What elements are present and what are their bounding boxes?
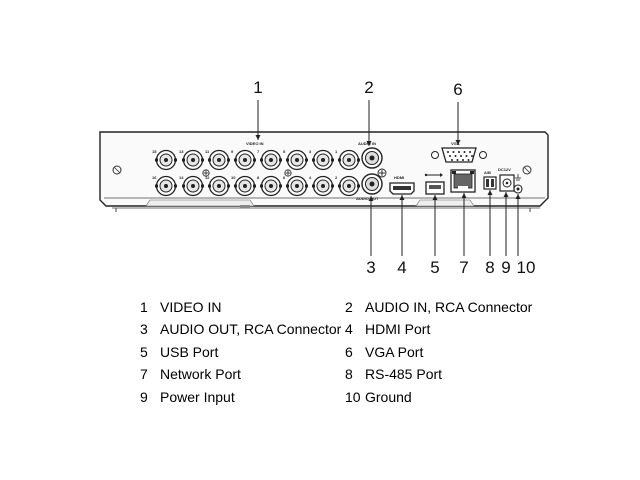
bnc-channel-label: 13: [179, 149, 184, 154]
callout-arrow: [399, 195, 405, 200]
bnc-connector: [312, 175, 334, 197]
bnc-connector: [234, 175, 256, 197]
bnc-connector: [260, 175, 282, 197]
callout-arrow: [515, 194, 521, 199]
hdmi-port: [389, 182, 415, 195]
bnc-channel-label: 7: [257, 149, 260, 154]
power-input-port: [499, 174, 515, 192]
callout-number: 5: [430, 258, 439, 277]
bnc-channel-label: 14: [179, 175, 184, 180]
callout-number: 6: [453, 80, 462, 99]
rs485-port: [483, 176, 497, 190]
bnc-connector: [182, 175, 204, 197]
callout-arrow: [461, 193, 467, 198]
left-screw-icon: [112, 165, 122, 175]
bnc-connector: [338, 149, 360, 171]
callout-number: 10: [517, 258, 536, 277]
bnc-channel-label: 3: [309, 149, 312, 154]
bnc-connector: [286, 149, 308, 171]
bnc-channel-label: 4: [309, 175, 312, 180]
network-port: [450, 169, 476, 193]
bnc-connector: [182, 149, 204, 171]
callout-number: 1: [253, 78, 262, 97]
bnc-connector: [260, 149, 282, 171]
callout-number: 7: [459, 258, 468, 277]
callout-arrow: [455, 140, 461, 145]
callout-arrow: [368, 196, 374, 201]
bnc-connector: [155, 149, 177, 171]
audio-out-rca-connector: [361, 173, 383, 195]
device-chassis: [99, 131, 549, 212]
ground-symbol-icon: [377, 168, 387, 178]
video-in-panel-label: VIDEO IN: [246, 141, 264, 146]
bnc-connector: [234, 149, 256, 171]
audio-in-panel-label: AUDIO IN: [358, 141, 376, 146]
callout-arrow: [366, 141, 372, 146]
bnc-connector: [312, 149, 334, 171]
callout-arrow: [432, 195, 438, 200]
ground-symbol-icon: [202, 169, 210, 177]
callout-arrow: [503, 192, 509, 197]
bnc-connector: [286, 175, 308, 197]
bnc-channel-label: 16: [152, 175, 157, 180]
bnc-channel-label: 9: [231, 149, 234, 154]
callout-arrow: [487, 190, 493, 195]
callout-arrow: [255, 135, 261, 140]
usb-port: [425, 181, 445, 195]
bnc-connector: [338, 175, 360, 197]
callout-number: 3: [366, 258, 375, 277]
vga-panel-label: VGA: [451, 141, 460, 146]
usb-symbol-icon: [424, 173, 443, 177]
bnc-channel-label: 15: [152, 149, 157, 154]
power-panel-label: DC12V: [498, 167, 511, 172]
audio-in-rca-connector: [361, 147, 383, 169]
ab-panel-label: A/B: [484, 170, 491, 175]
callout-number: 4: [397, 258, 406, 277]
video-in-bnc-group: 15 13 11 9 7 5 3 1 16 14 12 10 8 6 4 2: [152, 149, 360, 197]
bnc-channel-label: 1: [335, 149, 338, 154]
bnc-channel-label: 6: [283, 175, 286, 180]
ground-symbol-icon: [284, 169, 292, 177]
callout-number: 8: [485, 258, 494, 277]
bnc-connector: [208, 175, 230, 197]
audio-out-panel-label: AUDIO OUT: [356, 196, 379, 201]
callout-number: 9: [501, 258, 510, 277]
bnc-connector: [155, 175, 177, 197]
vga-port: [431, 147, 487, 163]
bnc-channel-label: 11: [205, 149, 210, 154]
hdmi-panel-label: HDMI: [394, 175, 404, 180]
bnc-channel-label: 5: [283, 149, 286, 154]
bnc-channel-label: 2: [335, 175, 338, 180]
bnc-channel-label: 8: [257, 175, 260, 180]
bnc-channel-label: 12: [205, 175, 210, 180]
bnc-channel-label: 10: [231, 175, 236, 180]
callout-number: 2: [364, 78, 373, 97]
right-screw-icon: [522, 165, 532, 175]
bnc-connector: [208, 149, 230, 171]
ground-terminal: [513, 174, 523, 194]
